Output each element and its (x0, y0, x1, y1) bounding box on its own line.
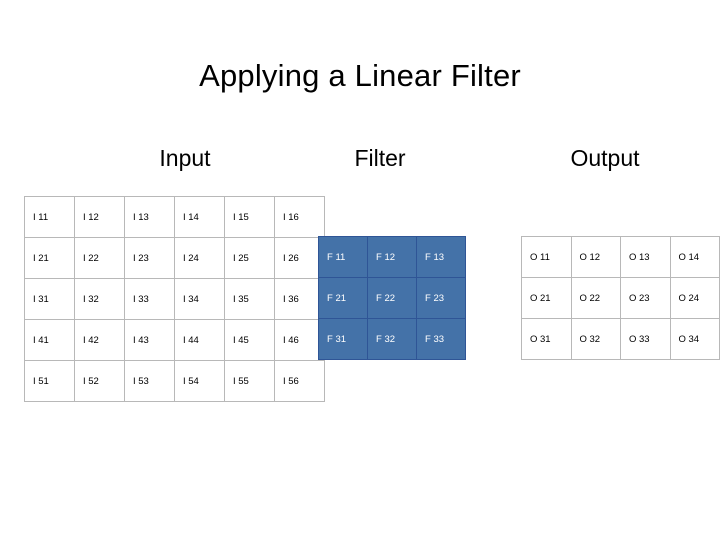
input-cell: I 33 (124, 278, 175, 320)
input-cell: I 42 (74, 319, 125, 361)
filter-cell: F 23 (416, 277, 466, 319)
input-cell: I 55 (224, 360, 275, 402)
input-cell: I 56 (274, 360, 325, 402)
output-cell: O 14 (669, 236, 720, 278)
output-section-label: Output (570, 145, 640, 171)
output-cell: O 31 (521, 318, 572, 360)
input-cell: I 15 (224, 196, 275, 238)
input-cell: I 46 (274, 319, 325, 361)
filter-cell: F 22 (367, 277, 417, 319)
input-cell: I 34 (174, 278, 225, 320)
output-cell: O 34 (669, 318, 720, 360)
output-cell: O 32 (570, 318, 621, 360)
filter-cell: F 33 (416, 318, 466, 360)
output-cell: O 22 (570, 277, 621, 319)
filter-cell: F 32 (367, 318, 417, 360)
input-section-label: Input (159, 145, 211, 171)
input-cell: I 12 (74, 196, 125, 238)
input-cell: I 54 (174, 360, 225, 402)
filter-cell: F 13 (416, 236, 466, 278)
input-cell: I 11 (24, 196, 75, 238)
input-cell: I 25 (224, 237, 275, 279)
input-cell: I 32 (74, 278, 125, 320)
input-cell: I 52 (74, 360, 125, 402)
input-cell: I 26 (274, 237, 325, 279)
input-cell: I 36 (274, 278, 325, 320)
filter-section-label: Filter (354, 145, 406, 171)
filter-cell: F 11 (318, 236, 368, 278)
filter-cell: F 12 (367, 236, 417, 278)
input-cell: I 14 (174, 196, 225, 238)
input-cell: I 16 (274, 196, 325, 238)
input-cell: I 21 (24, 237, 75, 279)
input-cell: I 45 (224, 319, 275, 361)
input-cell: I 22 (74, 237, 125, 279)
output-cell: O 12 (570, 236, 621, 278)
input-cell: I 24 (174, 237, 225, 279)
input-cell: I 41 (24, 319, 75, 361)
input-cell: I 31 (24, 278, 75, 320)
output-cell: O 24 (669, 277, 720, 319)
filter-cell: F 21 (318, 277, 368, 319)
output-cell: O 13 (620, 236, 671, 278)
output-cell: O 33 (620, 318, 671, 360)
input-cell: I 53 (124, 360, 175, 402)
filter-cell: F 31 (318, 318, 368, 360)
input-cell: I 43 (124, 319, 175, 361)
input-cell: I 23 (124, 237, 175, 279)
page-title: Applying a Linear Filter (199, 58, 521, 93)
output-cell: O 23 (620, 277, 671, 319)
input-cell: I 13 (124, 196, 175, 238)
input-cell: I 44 (174, 319, 225, 361)
input-cell: I 51 (24, 360, 75, 402)
input-cell: I 35 (224, 278, 275, 320)
output-cell: O 21 (521, 277, 572, 319)
output-cell: O 11 (521, 236, 572, 278)
